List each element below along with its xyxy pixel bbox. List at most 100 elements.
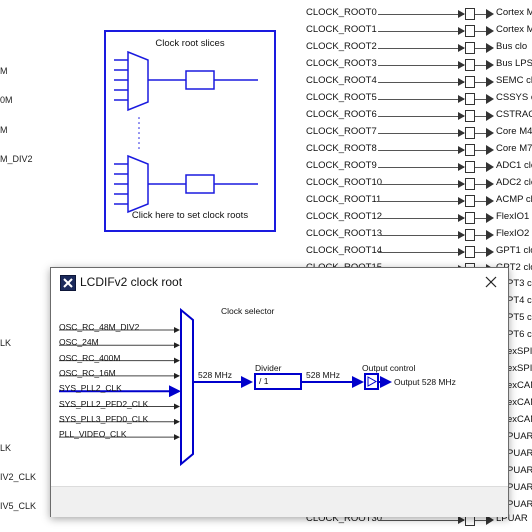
clock-destination: PT5 clo — [507, 312, 532, 323]
clock-destination: LPUAR — [496, 513, 528, 524]
arrow-icon — [486, 213, 494, 223]
clock-gate-icon — [465, 195, 475, 207]
clock-gate-icon — [465, 42, 475, 54]
clock-destination: Bus clo — [496, 41, 528, 52]
input-clock-label[interactable]: SYS_PLL3_PFD0_CLK — [59, 413, 149, 424]
arrow-icon — [458, 44, 465, 52]
arrow-icon — [486, 196, 494, 206]
clock-root-name: CLOCK_ROOT8 — [306, 143, 377, 154]
clock-destination: PUART5 — [507, 499, 532, 510]
close-icon — [485, 276, 497, 288]
arrow-icon — [486, 77, 494, 87]
clock-root-name: CLOCK_ROOT1 — [306, 24, 377, 35]
clock-destination: Cortex M — [496, 7, 532, 18]
clock-gate-icon — [465, 144, 475, 156]
clock-gate-icon — [465, 127, 475, 139]
clock-destination: exCAN — [507, 414, 532, 425]
close-button[interactable] — [474, 268, 508, 296]
connector-line — [378, 133, 464, 134]
clock-destination: Bus LPS — [496, 58, 532, 69]
divider-value-field[interactable]: / 1 — [259, 376, 269, 386]
arrow-icon — [486, 60, 494, 70]
connector-line — [475, 65, 489, 66]
clock-root-name: CLOCK_ROOT5 — [306, 92, 377, 103]
background-left-label: LK — [0, 443, 12, 453]
clock-destination: PT4 clo — [507, 295, 532, 306]
connector-line — [475, 99, 489, 100]
clock-gate-icon — [465, 93, 475, 105]
clock-destination: PUART2 — [507, 448, 532, 459]
output-frequency-text: Output 528 MHz — [394, 377, 456, 387]
arrow-icon — [458, 197, 465, 205]
arrow-icon — [486, 111, 494, 121]
clock-destination: Core M7 — [496, 143, 532, 154]
arrow-icon — [458, 10, 465, 18]
connector-line — [475, 167, 489, 168]
input-clock-label[interactable]: OSC_RC_400M — [59, 352, 121, 363]
clock-destination: exSPI2 — [507, 363, 532, 374]
input-clock-label[interactable]: OSC_24M — [59, 337, 99, 348]
clock-root-name: CLOCK_ROOT11 — [306, 194, 382, 205]
background-left-label: M_DIV2 — [0, 154, 33, 164]
arrow-icon — [486, 179, 494, 189]
input-clock-label[interactable]: PLL_VIDEO_CLK — [59, 429, 127, 440]
slices-card-hint: Click here to set clock roots — [131, 210, 249, 221]
arrow-icon — [486, 94, 494, 104]
connector-line — [378, 65, 464, 66]
connector-line — [475, 31, 489, 32]
dialog-status-bar — [51, 486, 508, 517]
connector-line — [475, 201, 489, 202]
background-left-label: IV2_CLK — [0, 472, 37, 482]
connector-line — [475, 252, 489, 253]
connector-line — [378, 218, 464, 219]
connector-line — [475, 48, 489, 49]
clock-destination: exCAN — [507, 397, 532, 408]
arrow-icon — [486, 43, 494, 53]
clock-destination: GPT1 clo — [496, 245, 532, 256]
clock-root-slices-card[interactable]: Clock root slices — [104, 30, 276, 232]
clock-destination: PUART1 — [507, 431, 532, 442]
connector-line — [475, 235, 489, 236]
clock-destination: ACMP cl — [496, 194, 532, 205]
divider-label: Divider — [255, 363, 282, 373]
background-left-label: M — [0, 66, 8, 76]
clock-destination: PUART3 — [507, 465, 532, 476]
mux-output-frequency: 528 MHz — [198, 370, 233, 380]
clock-root-name: CLOCK_ROOT2 — [306, 41, 377, 52]
arrow-icon — [458, 180, 465, 188]
slices-diagram — [114, 50, 258, 214]
clock-destination: SEMC clo — [496, 75, 532, 86]
connector-line — [378, 14, 464, 15]
clock-root-name: CLOCK_ROOT13 — [306, 228, 383, 239]
clock-destination: ADC1 clo — [496, 160, 532, 171]
output-control-label: Output control — [362, 363, 416, 373]
clock-root-name: CLOCK_ROOT4 — [306, 75, 377, 86]
divider-output-frequency: 528 MHz — [306, 370, 341, 380]
clock-selector-label: Clock selector — [221, 306, 275, 316]
arrow-icon — [458, 61, 465, 69]
clock-destination: PUART4 — [507, 482, 532, 493]
input-clock-label[interactable]: SYS_PLL2_CLK — [59, 383, 122, 394]
clock-root-name: CLOCK_ROOT3 — [306, 58, 377, 69]
dialog-title: LCDIFv2 clock root — [80, 275, 183, 289]
arrow-icon — [458, 146, 465, 154]
connector-line — [378, 252, 464, 253]
clock-root-name: CLOCK_ROOT14 — [306, 245, 383, 256]
background-left-label: 0M — [0, 95, 13, 105]
arrow-icon — [486, 515, 494, 525]
arrow-icon — [486, 145, 494, 155]
lcdifv2-clock-root-dialog: LCDIFv2 clock root Clock selector OSC_RC… — [50, 267, 509, 517]
input-clock-label[interactable]: OSC_RC_48M_DIV2 — [59, 322, 140, 332]
connector-line — [475, 14, 489, 15]
input-clock-label[interactable]: OSC_RC_16M — [59, 367, 116, 378]
dialog-titlebar[interactable]: LCDIFv2 clock root — [51, 268, 508, 296]
clock-gate-icon — [465, 110, 475, 122]
connector-line — [378, 99, 464, 100]
connector-line — [475, 116, 489, 117]
clock-destination: FlexIO1 — [496, 211, 530, 222]
arrow-icon — [458, 516, 465, 524]
input-clock-label[interactable]: SYS_PLL2_PFD2_CLK — [59, 398, 149, 409]
slices-card-title: Clock root slices — [155, 38, 225, 49]
